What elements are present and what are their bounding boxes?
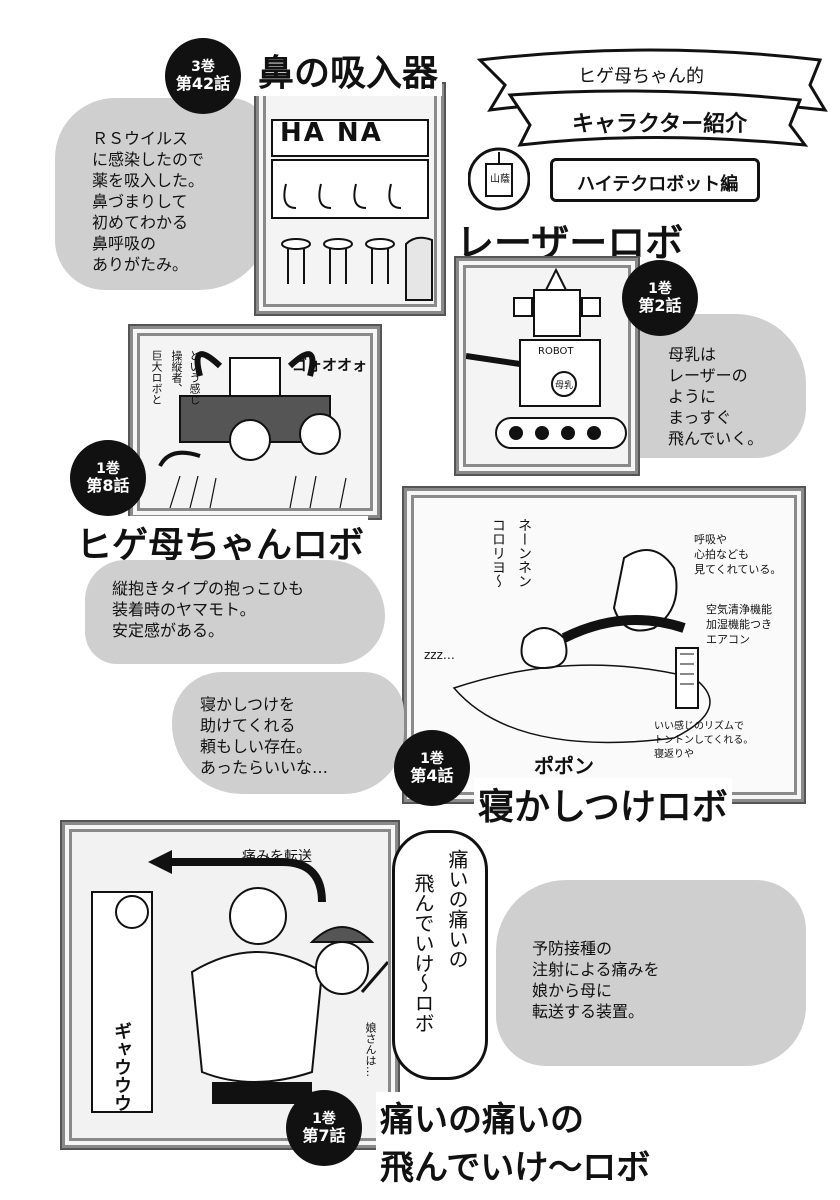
pain-scream: ギャウウウ [111, 1022, 132, 1112]
note-line: エアコン [706, 633, 750, 646]
caption-line: 飛んでいく。 [668, 429, 764, 448]
badge-volume: 1巻 [96, 461, 120, 477]
sleep-zzz: zzz… [424, 648, 455, 662]
caption-line: 娘から母に [532, 981, 613, 1000]
episode-badge-mama-robo: 1巻 第8話 [70, 440, 146, 516]
sleep-lullaby-1: ネーンネン [516, 518, 532, 588]
caption-blob-sleep-robo [172, 672, 404, 794]
pain-speech-bubble: 痛いの痛いの 飛んでいけ〜ロボ [392, 830, 488, 1080]
badge-episode: 第7話 [302, 1126, 346, 1145]
sleep-note-2: 空気清浄機能 加湿機能つき エアコン [706, 602, 772, 647]
episode-badge-inhaler: 3巻 第42話 [165, 38, 241, 114]
caption-laser: 母乳は レーザーの ように まっすぐ 飛んでいく。 [668, 344, 763, 449]
section-label: ハイテクロボット編 [577, 174, 739, 195]
caption-line: 頼もしい存在。 [200, 737, 313, 756]
banner-scroll-shape [476, 48, 828, 147]
mama-label-2: 操縦者、 [170, 350, 183, 394]
speech-line1: 痛いの痛いの [445, 849, 469, 969]
caption-line: 予防接種の [532, 939, 613, 958]
title-laser: レーザーロボ [452, 212, 688, 267]
episode-badge-pain-robo: 1巻 第7話 [286, 1090, 362, 1166]
caption-line: 寝かしつけを [200, 695, 296, 714]
sleep-note-3: いい感じのリズムで トントンしてくれる。 寝返りや [654, 720, 753, 762]
mama-robo-illustration [140, 336, 370, 508]
episode-badge-sleep-robo: 1巻 第4話 [394, 730, 470, 806]
laser-robot-illustration [466, 268, 628, 464]
badge-episode: 第4話 [410, 766, 454, 785]
sleep-note-1: 呼吸や 心拍なども 見てくれている。 [694, 532, 781, 577]
badge-episode: 第8話 [86, 476, 130, 495]
caption-line: 装着時のヤマモト。 [112, 600, 256, 619]
logo-text: 山蔭 [490, 174, 510, 185]
banner-line1: ヒゲ母ちゃん的 [578, 66, 704, 87]
pain-transfer-label: 痛みを転送 [242, 849, 312, 865]
caption-sleep-robo: 寝かしつけを 助けてくれる 頼もしい存在。 あったらいいな… [200, 694, 328, 778]
caption-line: 助けてくれる [200, 716, 296, 735]
note-line: 心拍なども [694, 548, 749, 561]
mama-label-3: という感じ [188, 350, 201, 405]
caption-line: レーザーの [668, 366, 748, 385]
inhaler-sign: HA NA [280, 118, 383, 148]
caption-line: 転送する装置。 [532, 1002, 645, 1021]
sleep-sfx: ポポン [534, 754, 594, 778]
note-line: 呼吸や [694, 533, 727, 546]
author-logo: 山蔭 [467, 146, 531, 212]
title-sleep-robo: 寝かしつけロボ [474, 778, 732, 830]
caption-line: 縦抱きタイプの抱っこひも [112, 579, 305, 598]
badge-volume: 3巻 [191, 59, 215, 75]
panel-inhaler: HA NA [254, 82, 446, 316]
mama-label-1: 巨大ロボと [150, 350, 163, 405]
caption-line: まっすぐ [668, 408, 732, 427]
caption-line: ように [668, 387, 717, 406]
caption-line: 注射による痛みを [532, 960, 660, 979]
title-mama-robo: ヒゲ母ちゃんロボ [72, 516, 369, 568]
mama-sfx: ゴォオオォ [292, 356, 368, 374]
laser-label-robot: ROBOT [538, 346, 574, 357]
header-banner: ヒゲ母ちゃん的 キャラクター紹介 [470, 40, 830, 150]
panel-mama-robo: 巨大ロボと 操縦者、 という感じ ゴォオオォ [128, 324, 382, 520]
note-line: 加湿機能つき [706, 618, 772, 631]
caption-line: 鼻づまりして [92, 192, 188, 211]
episode-badge-laser: 1巻 第2話 [622, 260, 698, 336]
pain-robo-illustration [72, 832, 388, 1138]
note-line: 空気清浄機能 [706, 603, 772, 616]
speech-line2: 飛んでいけ〜ロボ [411, 873, 435, 1033]
caption-line: ありがたみ。 [92, 255, 189, 274]
caption-line: 母乳は [668, 345, 717, 364]
caption-blob-mama-robo [85, 560, 385, 664]
caption-inhaler: ＲＳウイルス に感染したので 薬を吸入した。 鼻づまりして 初めてわかる 鼻呼吸… [92, 128, 204, 275]
note-line: いい感じのリズムで [654, 721, 744, 732]
note-line: 寝返りや [654, 749, 694, 760]
caption-pain-robo: 予防接種の 注射による痛みを 娘から母に 転送する装置。 [532, 938, 660, 1022]
badge-episode: 第2話 [638, 296, 682, 315]
badge-volume: 1巻 [648, 281, 672, 297]
caption-blob-inhaler [55, 98, 270, 290]
badge-volume: 1巻 [420, 751, 444, 767]
panel-laser: ROBOT 母乳 [454, 256, 640, 476]
panel-sleep-robo: ネーンネン コロリヨ〜 呼吸や 心拍なども 見てくれている。 空気清浄機能 加湿… [402, 486, 806, 804]
caption-line: 初めてわかる [92, 213, 189, 232]
caption-line: に感染したので [92, 150, 205, 169]
section-label-box: ハイテクロボット編 [550, 158, 760, 202]
sleep-lullaby-2: コロリヨ〜 [490, 518, 506, 588]
badge-episode: 第42話 [175, 74, 231, 93]
inhaler-illustration [266, 94, 434, 304]
title-pain-robo-line1: 痛いの痛いの [376, 1092, 588, 1141]
caption-line: 鼻呼吸の [92, 234, 157, 253]
caption-mama-robo: 縦抱きタイプの抱っこひも 装着時のヤマモト。 安定感がある。 [112, 578, 304, 641]
title-pain-robo-line2: 飛んでいけ〜ロボ [376, 1140, 655, 1189]
banner-line2: キャラクター紹介 [572, 112, 748, 137]
caption-line: 薬を吸入した。 [92, 171, 205, 190]
caption-line: 安定感がある。 [112, 621, 225, 640]
caption-line: ＲＳウイルス [92, 129, 189, 148]
note-line: 見てくれている。 [694, 563, 782, 576]
laser-label-milk: 母乳 [555, 381, 574, 391]
title-inhaler: 鼻の吸入器 [254, 44, 443, 96]
badge-volume: 1巻 [312, 1111, 336, 1127]
caption-blob-pain-robo [496, 880, 806, 1066]
caption-line: あったらいいな… [200, 758, 329, 777]
pain-daughter-note: 娘さんは… [364, 1022, 377, 1077]
sleep-robo-illustration [414, 498, 794, 792]
note-line: トントンしてくれる。 [654, 735, 754, 746]
